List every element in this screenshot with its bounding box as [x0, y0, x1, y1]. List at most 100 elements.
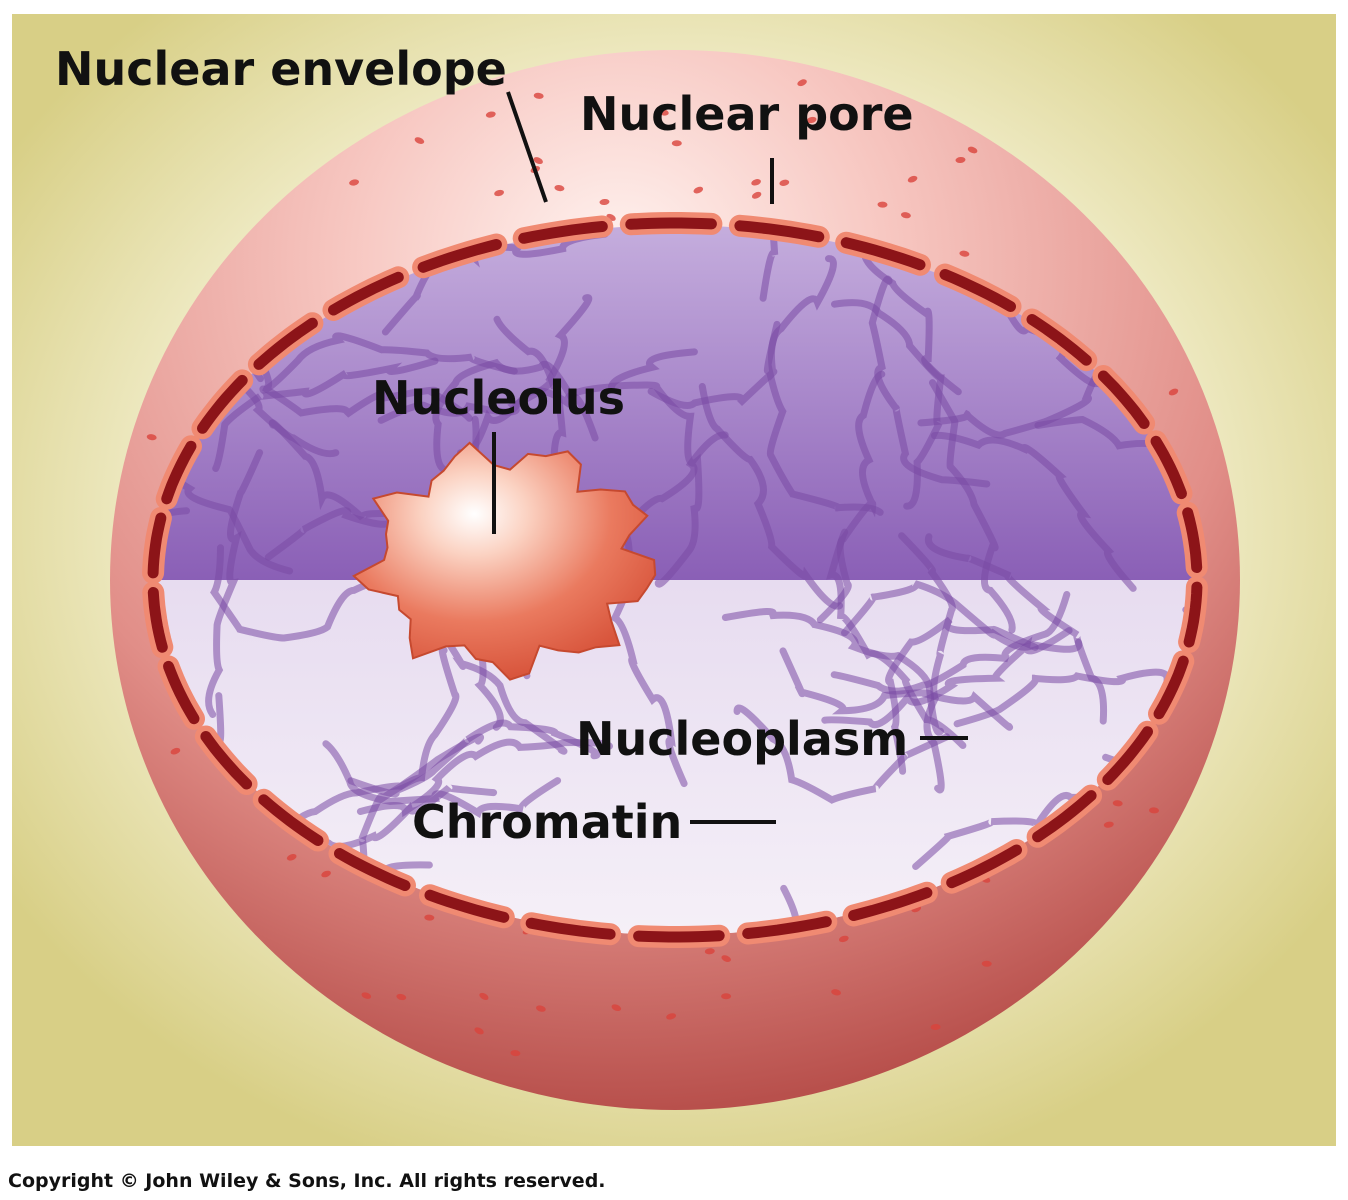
surface-pore-dot: [907, 175, 918, 183]
envelope-segment-inner: [197, 374, 248, 434]
chromatin-strand: [259, 332, 518, 394]
envelope-segment-inner: [518, 221, 608, 244]
surface-pore-dot: [838, 935, 849, 943]
surface-pore-dot: [611, 1004, 622, 1012]
surface-pore-dot: [361, 992, 372, 999]
chromatin-strand: [607, 381, 703, 588]
chromatin-strand: [816, 370, 886, 624]
envelope-segment-inner: [147, 587, 168, 653]
chromatin-strand: [868, 275, 991, 488]
surface-pore-dot: [877, 201, 888, 208]
surface-pore-dot: [536, 1005, 546, 1012]
envelope-segment-inner: [334, 848, 411, 891]
surface-pore-dot: [900, 212, 911, 219]
surface-pore-dot: [721, 955, 731, 962]
surface-pore-dot: [959, 250, 970, 257]
envelope-segment-inner: [734, 220, 825, 243]
chromatin-strand: [885, 616, 1039, 775]
envelope-segment-inner: [258, 794, 324, 846]
nuclear-envelope-ring: [142, 212, 1208, 948]
surface-pore-dot: [1168, 388, 1179, 396]
chromatin-strand: [777, 225, 962, 396]
chromatin-strand: [210, 544, 402, 642]
chromatin-strand: [457, 348, 698, 458]
surface-pore-dot: [533, 92, 544, 99]
surface-pore-dot: [930, 1023, 941, 1031]
envelope-segment-inner: [1026, 314, 1092, 366]
chromatin-strand: [931, 431, 1137, 592]
envelope-segment-inner: [1097, 370, 1150, 429]
envelope-segment-inner: [1183, 581, 1203, 648]
leader-lines: [492, 91, 968, 824]
chromatin-strand: [831, 299, 945, 510]
surface-pore-dot: [479, 992, 489, 1000]
chromatin-strand: [432, 358, 599, 473]
chromatin-strand: [698, 383, 844, 610]
envelope-segment-inner: [939, 269, 1016, 312]
label-nuclear-pore: Nuclear pore: [580, 87, 914, 141]
envelope-segment-inner: [840, 237, 926, 271]
envelope-segment-inner: [163, 660, 200, 725]
surface-pore-dot: [494, 189, 505, 197]
envelope-segment-inner: [625, 217, 717, 230]
label-chromatin: Chromatin: [412, 795, 682, 849]
copyright-notice: Copyright © John Wiley & Sons, Inc. All …: [8, 1170, 606, 1192]
chromatin-strand: [647, 255, 837, 409]
envelope-segment-inner: [1102, 726, 1153, 786]
surface-pore-dot: [474, 1027, 484, 1035]
chromatin-strand: [779, 647, 1014, 731]
surface-pore-dot: [485, 111, 496, 118]
envelope-segment-inner: [1032, 790, 1097, 843]
chromatin-strand: [924, 533, 1108, 725]
surface-pore-dot: [170, 747, 181, 755]
chromatin-strand: [155, 441, 294, 575]
envelope-segment-inner: [328, 271, 404, 316]
surface-pore-dot: [779, 179, 790, 186]
envelope-segment-inner: [417, 239, 502, 273]
surface-pore-dot: [321, 870, 331, 878]
nucleolus-shape: [352, 441, 657, 681]
label-nucleoplasm: Nucleoplasm: [576, 712, 908, 766]
envelope-segment-inner: [848, 887, 933, 921]
leader-line-nuclear-envelope: [506, 91, 548, 203]
chromatin-strand: [249, 340, 473, 422]
envelope-segment-inner: [946, 844, 1022, 889]
chromatin-strand: [821, 627, 1073, 729]
surface-pore-dot: [1103, 821, 1114, 828]
chromatin-strand: [733, 704, 951, 804]
envelope-segment-inner: [742, 916, 832, 939]
surface-pore-dot: [658, 109, 669, 116]
chromatin-strand: [929, 379, 1016, 634]
surface-pore-dot: [424, 914, 435, 921]
surface-pore-dot: [554, 185, 565, 192]
surface-pore-dot: [671, 140, 682, 147]
envelope-segment-inner: [1153, 655, 1189, 720]
chromatin-strand: [212, 357, 439, 472]
envelope-segment-inner: [253, 317, 318, 370]
envelope-segment-inner: [147, 512, 167, 579]
surface-pore-dot: [510, 1050, 521, 1057]
envelope-segment-inner: [1150, 435, 1187, 500]
surface-pore-dot: [1149, 807, 1159, 814]
surface-pore-dot: [146, 434, 157, 441]
surface-pore-dot: [967, 146, 978, 154]
surface-pore-dot: [955, 156, 966, 164]
surface-pore-dot: [396, 993, 407, 1001]
surface-pore-dot: [721, 993, 732, 1000]
surface-pore-dot: [831, 989, 842, 996]
surface-pore-dot: [414, 137, 425, 144]
envelope-segment-inner: [200, 731, 253, 790]
surface-pore-dot: [751, 191, 762, 199]
surface-pore-dot: [533, 157, 543, 165]
envelope-segment-inner: [525, 917, 616, 940]
label-nuclear-envelope: Nuclear envelope: [55, 42, 507, 96]
envelope-segment-inner: [1182, 507, 1203, 573]
surface-pore-dot: [797, 79, 807, 87]
surface-pore-dot: [704, 948, 715, 955]
label-nucleolus: Nucleolus: [372, 371, 625, 425]
chromatin-strand: [759, 225, 920, 302]
surface-pore-dot: [286, 854, 297, 861]
envelope-segment-inner: [633, 930, 725, 943]
surface-pore-dot: [981, 960, 992, 967]
